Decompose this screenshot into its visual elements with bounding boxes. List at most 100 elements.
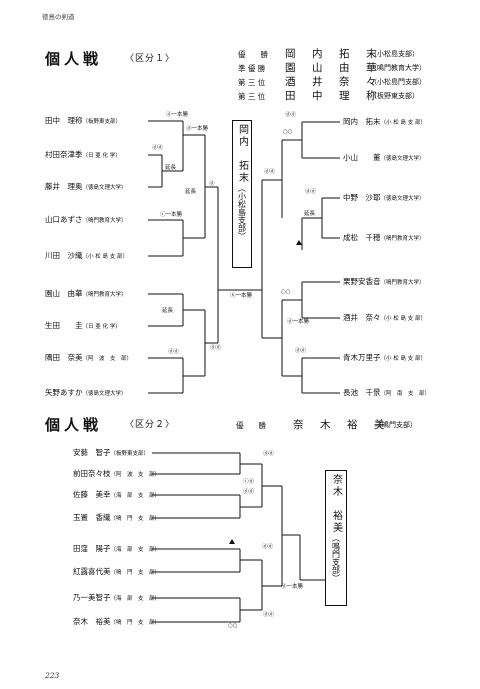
score-label: ⓓⓓ [152,145,164,151]
player-affil: （徳島文理大学） [82,185,127,191]
player-name: 安藝 智子 [73,448,111,457]
player-affil: （阿 波 支 部） [110,472,161,478]
score-label: ⓓⓓ [243,489,255,495]
player-name: 佐藤 美幸 [73,490,111,499]
player-affil: （日 亜 化 学） [82,153,121,159]
player-entry: 乃一美智子（海 部 支 部） [73,594,160,603]
score-label: ⓓ一本勝 [186,126,209,132]
score-label: ⓓⓓ [262,544,274,550]
player-entry: 長池 千景（阿 南 支 部） [343,389,430,398]
player-name: 生田 圭 [45,321,83,330]
player-name: 玉置 香織 [73,513,111,522]
player-entry: 矢野あすか（徳島文理大学） [45,389,127,398]
player-entry: 園山 由華（鳴門教育大学） [45,290,127,299]
score-label: 延長 [185,189,197,195]
player-entry: 山口あずさ（鳴門教育大学） [45,216,127,225]
champion-affil: （鳴門支部） [331,534,341,582]
player-name: 藤井 理奥 [45,182,83,191]
score-label: ○○ [283,129,293,135]
score-label: ⓓⓓ [264,169,276,175]
player-entry: 生田 圭（日 亜 化 学） [45,322,121,331]
score-label: 延長 [304,211,316,217]
score-label: ⓓ一本勝 [287,319,310,325]
player-name: 長池 千景 [343,388,381,397]
player-entry: 田窪 陽子（海 部 支 部） [73,545,160,554]
rank-label: 第 三 位 [238,92,266,101]
player-affil: （小 松 島 支 部） [380,356,427,362]
player-affil: （鳴 門 支 部） [110,516,161,522]
player-entry: 成松 千穂（鳴門教育大学） [343,234,425,243]
score-label: ⓓ [209,181,215,187]
player-affil: （小 松 島 支 部） [380,120,427,126]
player-affil: （板野東支部） [82,119,122,125]
player-affil: （小 松 島 支 部） [380,316,427,322]
player-entry: 紅露喜代美（鳴 門 支 部） [73,568,160,577]
score-label: ⓗ一本勝 [230,293,253,299]
player-name: 中野 沙耶 [343,193,381,202]
player-name: 前田奈々枝 [73,469,111,478]
rank-label: 準 優 勝 [238,64,266,73]
player-entry: 酒井 奈々（小 松 島 支 部） [343,314,426,323]
player-entry: 田中 理称（板野東支部） [45,117,121,126]
score-label: ⓒⓓ [243,479,255,485]
player-entry: 青木万里子（小 松 島 支 部） [343,354,426,363]
player-name: 奈木 裕美 [73,617,111,626]
section2-title: 個人戦 [45,416,103,434]
score-label: ○○ [281,289,291,295]
player-affil: （鳴 門 支 部） [110,620,161,626]
score-label: ⓓ一本勝 [166,112,189,118]
rank-affil: （板野東支部） [370,92,419,100]
rank-affil: （小松島門支部） [370,78,426,86]
player-name: 青木万里子 [343,353,381,362]
rank-name: 田 中 理 称 [285,90,380,102]
rank-label: 優 勝 [238,50,268,59]
player-name: 山口あずさ [45,215,83,224]
player-entry: 奈木 裕美（鳴 門 支 部） [73,618,160,627]
player-affil: （海 部 支 部） [110,493,161,499]
player-name: 矢野あすか [45,388,83,397]
player-affil: （日 亜 化 学） [82,324,121,330]
player-entry: 藤井 理奥（徳島文理大学） [45,183,127,192]
champion-affil: （小松島支部） [237,184,247,240]
rank-name: 園 山 由 華 [285,62,380,74]
rank-affil: （鳴門教育大学） [370,64,426,72]
player-entry: 前田奈々枝（阿 波 支 部） [73,470,160,479]
player-affil: （阿 波 支 部） [82,356,133,362]
player-name: 小山 董 [343,153,381,162]
score-label: ⓓⓓ [285,112,297,118]
section2-subtitle: 〈区分２〉 [125,420,176,430]
section2-champion-box: 奈木 裕美（鳴門支部） [325,470,347,606]
score-label: 延長 [165,165,177,171]
player-affil: （鳴門教育大学） [82,218,127,224]
player-name: 隅田 奈美 [45,353,83,362]
section1-champion-box: 岡内 拓末（小松島支部） [232,120,252,268]
player-name: 岡内 拓末 [343,117,381,126]
player-affil: （鳴門教育大学） [380,236,425,242]
player-entry: 中野 沙耶（徳島文理大学） [343,194,425,203]
player-affil: （板野東支部） [110,451,150,457]
player-affil: （海 部 支 部） [110,596,161,602]
page-number: 223 [45,671,60,680]
player-name: 乃一美智子 [73,593,111,602]
player-name: 田中 理称 [45,116,83,125]
player-entry: 小山 董（徳島文理大学） [343,154,425,163]
player-affil: （鳴 門 支 部） [110,570,161,576]
player-affil: （徳島文理大学） [380,196,425,202]
rank-name: 岡 内 拓 末 [285,48,380,60]
player-affil: （海 部 支 部） [110,547,161,553]
section1-subtitle: 〈区分１〉 [125,54,176,64]
player-name: 成松 千穂 [343,233,381,242]
section2-rank-label: 優 勝 [236,421,266,430]
rank-name: 酒 井 奈 々 [285,76,380,88]
player-name: 酒井 奈々 [343,313,381,322]
champion-name: 岡内 拓末 [236,124,248,184]
player-name: 園山 由華 [45,289,83,298]
rank-label: 第 三 位 [238,78,266,87]
player-affil: （阿 南 支 部） [380,391,431,397]
score-label: 延長 [162,308,174,314]
player-entry: 村田奈津季（日 亜 化 学） [45,151,121,160]
score-label: ⓒ一本勝 [160,212,183,218]
section2-winner-affil: （鳴門支部） [375,421,417,429]
player-affil: （鳴門教育大学） [380,280,425,286]
